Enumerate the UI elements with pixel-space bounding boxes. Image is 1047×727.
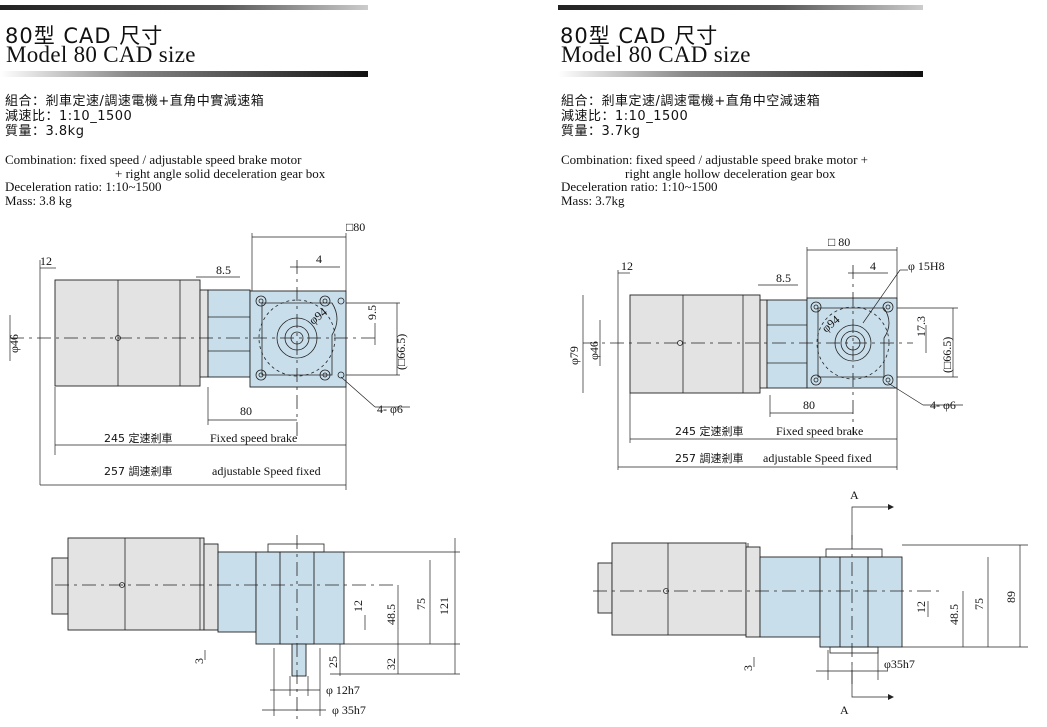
dim-12: 12 (40, 254, 52, 268)
dim-4: 4 (870, 259, 876, 273)
dim-9-5: 9.5 (365, 305, 379, 320)
dim-phi-35h7: φ35h7 (884, 657, 915, 671)
right-spec-panel: 80型 CAD 尺寸 Model 80 CAD size 組合：剎車定速/調速電… (558, 0, 1047, 727)
dim-48-5: 48.5 (384, 604, 398, 625)
heading-underline (558, 71, 923, 77)
mass-en: Mass: 3.7kg (561, 192, 625, 208)
dim-3: 3 (741, 665, 755, 671)
gearbox-flange (249, 290, 347, 388)
dim-square-80: □ 80 (828, 235, 850, 249)
dim-8-5: 8.5 (216, 263, 231, 277)
dim-square-80: □80 (346, 220, 365, 234)
dim-66-5: (□66.5) (394, 334, 408, 370)
dim-12b: 12 (914, 601, 928, 613)
dim-75: 75 (972, 598, 986, 610)
ratio-cn: 減速比：1:10_1500 (5, 109, 133, 124)
len-245-cn: 245 定速剎車 (104, 431, 173, 445)
dim-80: 80 (240, 404, 252, 418)
mass-cn: 質量：3.7kg (561, 124, 641, 139)
ratio-cn: 減速比：1:10_1500 (561, 109, 689, 124)
motor-body-front (67, 537, 205, 631)
mount-holes (810, 301, 894, 386)
front-view-drawing: A 89 75 48.5 12 3 φ35h7 A (593, 488, 1028, 717)
dim-75: 75 (414, 598, 428, 610)
len-245-cn: 245 定速剎車 (675, 424, 744, 438)
combo-cn: 組合：剎車定速/調速電機+直角中空減速箱 (561, 94, 821, 109)
dim-121: 121 (437, 597, 451, 615)
dim-48-5: 48.5 (947, 604, 961, 625)
heading-en: Model 80 CAD size (6, 42, 196, 67)
ratio-en: Deceleration ratio: 1:10~1500 (561, 179, 718, 194)
len-257-en: adjustable Speed fixed (763, 451, 872, 465)
motor-body-front (611, 542, 747, 636)
heading-underline (0, 71, 368, 77)
dim-66-5: (□66.5) (940, 337, 954, 373)
heading-en: Model 80 CAD size (561, 42, 751, 67)
dim-8-5: 8.5 (776, 271, 791, 285)
front-view-drawing: 121 75 48.5 12 32 25 3 φ 12h7 φ 35h7 (51, 535, 460, 720)
mount-holes (255, 295, 345, 381)
output-shaft (291, 643, 307, 677)
dim-12: 12 (621, 259, 633, 273)
dim-80: 80 (803, 398, 815, 412)
dim-phi-15h8: φ 15H8 (908, 259, 945, 273)
dim-32: 32 (384, 658, 398, 670)
combo-en-1: Combination: fixed speed / adjustable sp… (561, 152, 868, 167)
spec-cn-block: 組合：剎車定速/調速電機+直角中空減速箱 減速比：1:10_1500 質量：3.… (561, 94, 820, 139)
dim-17-3: 17.3 (914, 316, 928, 337)
motor-body (629, 294, 761, 394)
len-245-en: Fixed speed brake (210, 431, 297, 445)
len-257-cn: 257 調速剎車 (104, 464, 173, 478)
dim-3: 3 (192, 658, 206, 664)
top-view-drawing: □ 80 12 8.5 4 φ 15H8 (□66.5) 17.3 φ79 φ4… (567, 235, 963, 470)
section-a-bottom: A (840, 703, 849, 717)
dim-4: 4 (316, 252, 322, 266)
left-spec-panel: 80型 CAD 尺寸 Model 80 CAD size 組合：剎車定速/調速電… (0, 0, 520, 727)
header-rule (558, 5, 923, 10)
len-257-en: adjustable Speed fixed (212, 464, 321, 478)
combo-en-2: right angle hollow deceleration gear box (625, 165, 836, 181)
spec-en-block: Combination: fixed speed / adjustable sp… (5, 153, 325, 207)
heading-cn: 80型 CAD 尺寸 (5, 24, 164, 48)
gearbox-body (766, 299, 808, 389)
dim-25: 25 (326, 656, 340, 668)
dim-phi-35h7: φ 35h7 (332, 703, 366, 717)
dim-holes: 4- φ6 (930, 398, 956, 412)
dim-phi-46: φ46 (587, 341, 601, 360)
spec-cn-block: 組合：剎車定速/調速電機+直角中實減速箱 減速比：1:10_1500 質量：3.… (5, 94, 264, 139)
mass-en: Mass: 3.8 kg (5, 192, 72, 208)
ratio-en: Deceleration ratio: 1:10~1500 (5, 179, 162, 194)
mass-cn: 質量：3.8kg (5, 124, 85, 139)
dim-phi-79: φ79 (567, 346, 581, 365)
dim-89: 89 (1004, 591, 1018, 603)
spec-en-block: Combination: fixed speed / adjustable sp… (561, 153, 868, 207)
combo-en-2: + right angle solid deceleration gear bo… (115, 165, 326, 181)
heading-cn: 80型 CAD 尺寸 (560, 24, 719, 48)
dim-holes: 4- φ6 (377, 402, 403, 416)
gearbox-body (207, 289, 251, 378)
len-245-en: Fixed speed brake (776, 424, 863, 438)
dim-phi-46: φ46 (7, 334, 21, 353)
header-rule (0, 5, 368, 10)
dim-phi-12h7: φ 12h7 (326, 683, 360, 697)
section-a-top: A (850, 488, 859, 502)
len-257-cn: 257 調速剎車 (675, 451, 744, 465)
motor-body (54, 279, 201, 387)
dim-12b: 12 (351, 600, 365, 612)
combo-en-1: Combination: fixed speed / adjustable sp… (5, 152, 302, 167)
combo-cn: 組合：剎車定速/調速電機+直角中實減速箱 (5, 94, 265, 109)
top-view-drawing: □80 4 12 8.5 (□66.5) 9.5 φ46 φ94 80 4- φ… (7, 220, 410, 490)
